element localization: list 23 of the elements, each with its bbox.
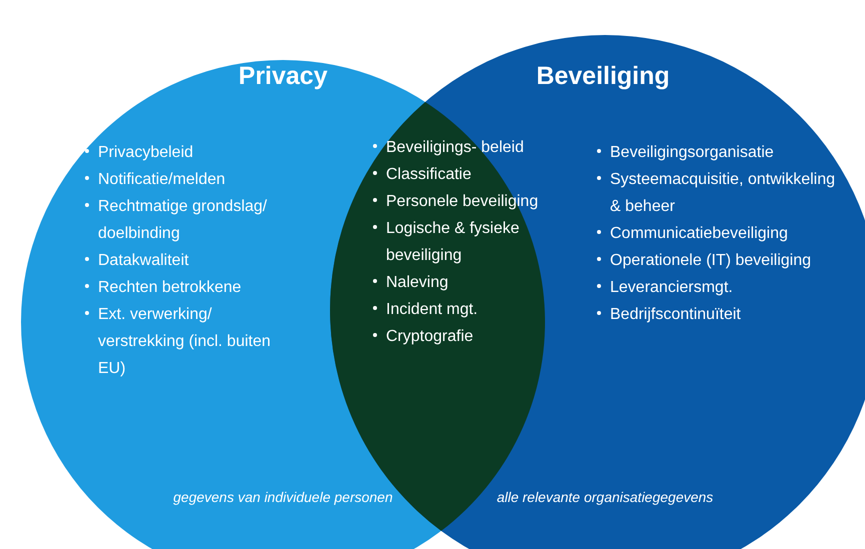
bullet-item: Cryptografie	[373, 322, 546, 350]
bullet-item: Leveranciersmgt.	[597, 274, 845, 301]
bullet-item: Notificatie/melden	[85, 166, 273, 193]
bullet-item: Systeemacquisitie, ontwikkeling & beheer	[597, 166, 845, 220]
bullet-item: Naleving	[373, 268, 546, 296]
circle-title: Beveiliging	[536, 62, 670, 91]
bullet-item: Incident mgt.	[373, 296, 546, 323]
circle-caption: alle relevante organisatiegegevens	[496, 488, 714, 507]
circle-title: Privacy	[238, 62, 328, 91]
bullet-item: Classificatie	[373, 160, 546, 188]
bullet-item: Bedrijfscontinuïteit	[597, 301, 845, 328]
bullet-item: Logische & fysieke beveiliging	[373, 214, 546, 269]
bullet-item: Ext. verwerking/ verstrekking (incl. buiten EU)	[85, 301, 273, 382]
bullet-item: Personele beveiliging	[373, 188, 546, 215]
circle-caption: gegevens van individuele personen	[173, 488, 393, 507]
bullet-item: Privacybeleid	[85, 139, 273, 166]
bullet-item: Beveiligingsorganisatie	[597, 139, 845, 166]
bullet-item: Rechten betrokkene	[85, 274, 273, 301]
bullet-item: Beveiligings- beleid	[373, 134, 546, 161]
bullet-item: Rechtmatige grondslag/ doelbinding	[85, 193, 273, 247]
bullet-item: Operationele (IT) beveiliging	[597, 247, 845, 274]
bullet-item: Communicatiebeveiliging	[597, 220, 845, 247]
bullet-item: Datakwaliteit	[85, 247, 273, 274]
